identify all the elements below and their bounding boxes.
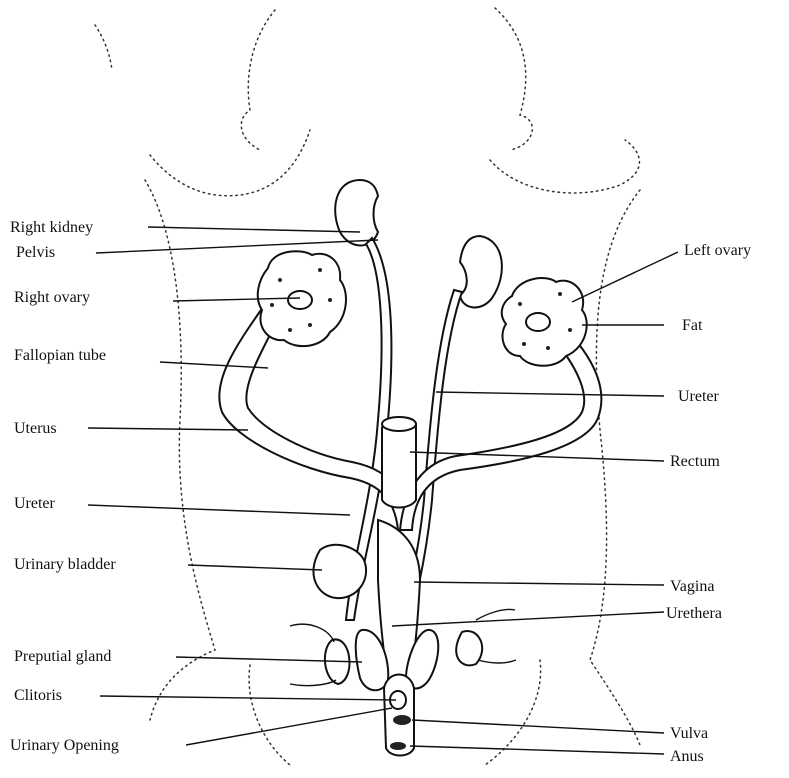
label-preputial-gland: Preputial gland — [14, 648, 111, 665]
left-kidney-shape — [460, 236, 502, 307]
right-kidney-shape — [335, 180, 378, 246]
label-rectum: Rectum — [670, 453, 720, 470]
label-urinary-bladder: Urinary bladder — [14, 556, 116, 573]
left-ovary-shape — [502, 278, 587, 366]
urinary-bladder-shape — [313, 545, 366, 598]
label-pelvis: Pelvis — [16, 244, 55, 261]
label-ureter-left: Ureter — [14, 495, 56, 512]
label-right-kidney: Right kidney — [10, 219, 93, 236]
label-fat: Fat — [682, 317, 703, 334]
label-left-ovary: Left ovary — [684, 242, 751, 259]
label-urethra: Urethera — [666, 605, 722, 622]
label-uterus: Uterus — [14, 420, 57, 437]
label-clitoris: Clitoris — [14, 687, 62, 704]
label-ureter-right: Ureter — [678, 388, 720, 405]
label-urinary-opening: Urinary Opening — [10, 737, 119, 754]
label-vagina: Vagina — [670, 578, 714, 595]
label-fallopian-tube: Fallopian tube — [14, 347, 106, 364]
label-right-ovary: Right ovary — [14, 289, 90, 306]
label-vulva: Vulva — [670, 725, 708, 742]
label-anus: Anus — [670, 748, 704, 765]
